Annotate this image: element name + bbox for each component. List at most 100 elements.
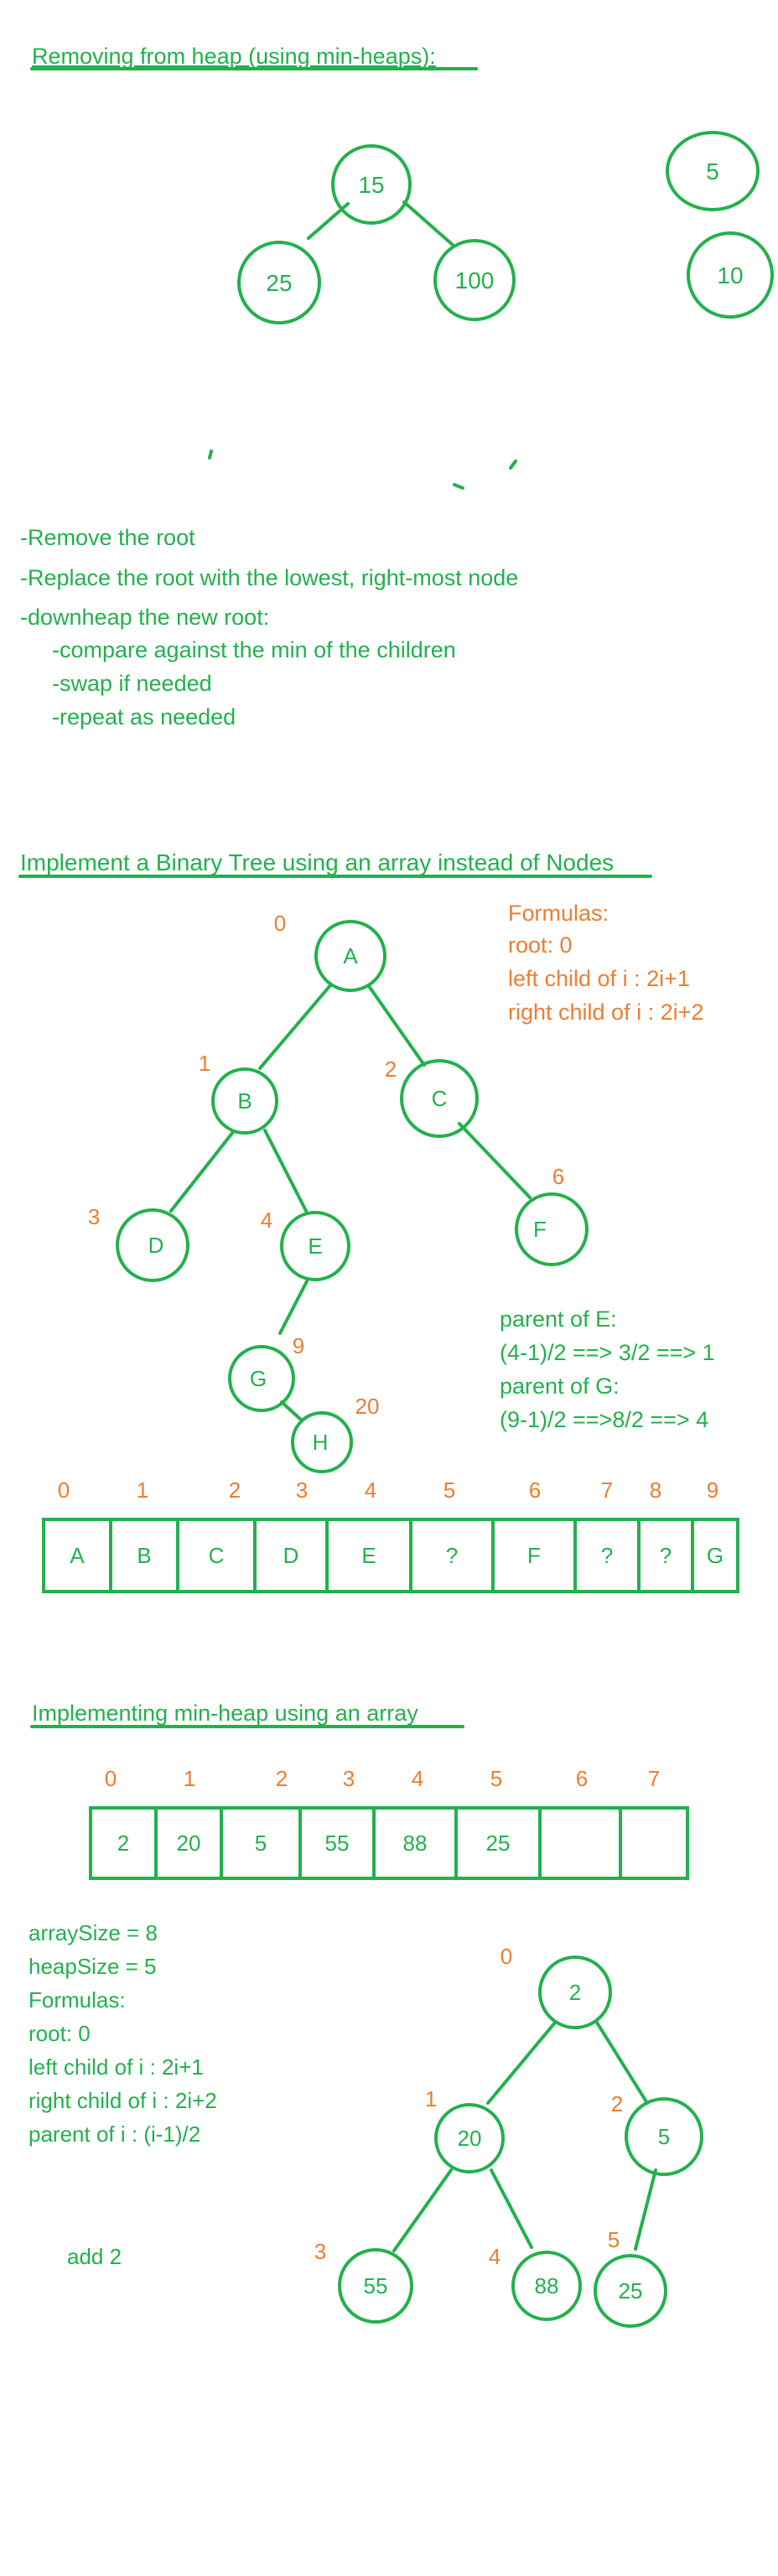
- array-index: 0: [105, 1766, 117, 1791]
- heap-node-25-label: 25: [266, 270, 292, 296]
- minheap-index-0: 0: [501, 1944, 512, 1969]
- formula-right: right child of i : 2i+2: [508, 1000, 703, 1025]
- edge-E-G: [278, 1280, 309, 1335]
- minheap-node-20: 20: [434, 2103, 505, 2174]
- step-swap: -swap if needed: [52, 671, 212, 696]
- section3-title: Implementing min-heap using an array: [32, 1701, 418, 1726]
- array-cell: 20: [154, 1806, 223, 1880]
- array-cell-value: 20: [177, 1831, 201, 1856]
- info-parent: parent of i : (i-1)/2: [29, 2122, 200, 2147]
- parent-note-g-title: parent of G:: [500, 1374, 620, 1399]
- array-cell-value: 5: [255, 1831, 267, 1856]
- minheap-node-20-label: 20: [458, 2126, 482, 2151]
- tree-node-F-label: F: [533, 1217, 547, 1242]
- array-cell-value: G: [707, 1543, 724, 1568]
- tree-node-G-label: G: [250, 1366, 267, 1391]
- minheap-node-25: 25: [594, 2254, 667, 2328]
- array-cell: [538, 1806, 622, 1880]
- step-downheap: -downheap the new root:: [20, 605, 269, 630]
- edge-B-D: [169, 1130, 235, 1213]
- array-cell-value: ?: [446, 1543, 458, 1568]
- edge-5-25: [634, 2168, 657, 2251]
- edge-A-C: [367, 984, 426, 1067]
- tree-node-A-label: A: [343, 943, 358, 969]
- section1-title: Removing from heap (using min-heaps):: [32, 44, 436, 69]
- index-E: 4: [261, 1208, 272, 1233]
- array-cell: 55: [298, 1806, 376, 1880]
- array-cell-value: 55: [325, 1831, 350, 1856]
- minheap-index-2: 2: [611, 2091, 623, 2116]
- heap-node-5: 5: [666, 131, 760, 211]
- array-cell-value: D: [283, 1543, 299, 1568]
- index-A: 0: [274, 911, 286, 936]
- step-compare: -compare against the min of the children: [52, 637, 456, 662]
- array-cell: ?: [637, 1518, 694, 1593]
- parent-note-g-calc: (9-1)/2 ==>8/2 ==> 4: [500, 1407, 708, 1432]
- index-F: 6: [552, 1164, 564, 1189]
- info-array-size: arraySize = 8: [29, 1920, 158, 1945]
- array-cell: G: [691, 1518, 739, 1593]
- array-index: 9: [707, 1478, 718, 1503]
- array-index: 1: [137, 1478, 148, 1503]
- step-repeat: -repeat as needed: [52, 704, 236, 730]
- edge-G-H: [280, 1400, 303, 1422]
- tree-node-G: G: [228, 1345, 295, 1412]
- heap-node-15: 15: [331, 144, 412, 225]
- edge-20-88: [490, 2168, 533, 2249]
- array-index: 7: [648, 1766, 660, 1791]
- tree-node-D-label: D: [148, 1233, 164, 1258]
- step-replace-root: -Replace the root with the lowest, right…: [20, 565, 518, 590]
- array-index: 6: [529, 1478, 541, 1503]
- array-cell: B: [109, 1518, 179, 1593]
- edge-C-F: [458, 1122, 532, 1199]
- info-left: left child of i : 2i+1: [29, 2054, 204, 2080]
- tree-node-E: E: [280, 1211, 350, 1281]
- parent-note-e-title: parent of E:: [500, 1306, 617, 1332]
- array-index: 2: [229, 1478, 241, 1503]
- minheap-index-4: 4: [489, 2244, 501, 2269]
- tree-node-H: H: [291, 1411, 353, 1473]
- index-D: 3: [88, 1204, 100, 1229]
- minheap-node-25-label: 25: [619, 2278, 643, 2303]
- section2-title: Implement a Binary Tree using an array i…: [20, 849, 614, 875]
- heap-node-15-label: 15: [358, 172, 384, 198]
- array-cell: [619, 1806, 689, 1880]
- tree-node-B: B: [211, 1067, 278, 1135]
- tree-node-C: C: [400, 1059, 479, 1138]
- minheap-node-5: 5: [625, 2097, 703, 2176]
- array-cell: D: [253, 1518, 329, 1593]
- array-cell-value: 2: [117, 1831, 129, 1856]
- array-index: 3: [296, 1478, 308, 1503]
- heap-node-10-label: 10: [717, 262, 743, 288]
- minheap-node-55: 55: [338, 2248, 413, 2324]
- stray-mark: [208, 449, 213, 460]
- array-cell-value: ?: [660, 1543, 672, 1568]
- array-index: 8: [650, 1478, 661, 1503]
- minheap-node-88-label: 88: [535, 2273, 559, 2298]
- array-index: 0: [58, 1478, 70, 1503]
- array-cell-value: ?: [601, 1543, 613, 1568]
- minheap-index-3: 3: [314, 2239, 326, 2264]
- array-cell: A: [42, 1518, 112, 1593]
- tree-node-E-label: E: [308, 1233, 322, 1259]
- heap-node-5-label: 5: [706, 158, 719, 184]
- minheap-index-1: 1: [425, 2086, 437, 2111]
- minheap-node-2-label: 2: [569, 1980, 581, 2005]
- array-index: 3: [343, 1766, 355, 1791]
- info-root: root: 0: [29, 2021, 91, 2046]
- tree-node-H-label: H: [313, 1430, 329, 1455]
- step-remove-root: -Remove the root: [20, 525, 195, 550]
- edge-2-20: [486, 2021, 557, 2105]
- formula-title: Formulas:: [508, 901, 609, 926]
- formula-root: root: 0: [508, 932, 573, 958]
- stray-mark: [509, 460, 517, 470]
- heap-node-100: 100: [433, 239, 516, 321]
- tree-node-D: D: [116, 1208, 189, 1282]
- array-cell: E: [325, 1518, 412, 1593]
- heap-node-25: 25: [237, 241, 321, 325]
- array-cell: ?: [573, 1518, 641, 1593]
- array-cell: C: [176, 1518, 257, 1593]
- array-index: 5: [490, 1766, 502, 1791]
